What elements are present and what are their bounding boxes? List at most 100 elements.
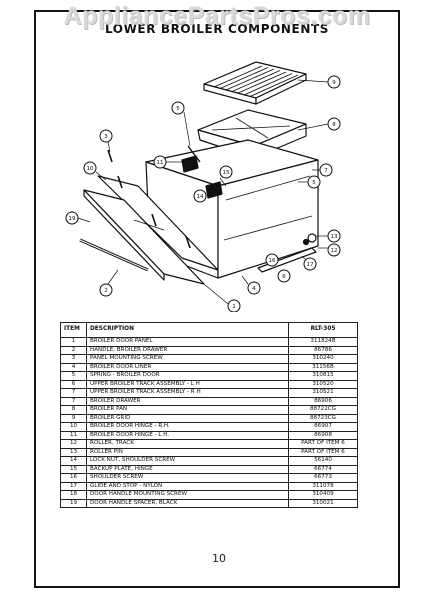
item-number: 14 xyxy=(60,456,87,466)
callout-5b xyxy=(307,175,321,189)
part-number: 31156B xyxy=(288,362,358,372)
item-number: 3 xyxy=(60,354,87,364)
item-number: 9 xyxy=(60,413,87,423)
item-number: 4 xyxy=(60,362,87,372)
item-number: 11 xyxy=(60,430,87,440)
part-number: PART OF ITEM 6 xyxy=(288,447,358,457)
part-number: 66773 xyxy=(288,473,358,483)
item-number: 16 xyxy=(60,473,87,483)
callout-label-2: 2 xyxy=(104,288,108,294)
callout-15 xyxy=(219,165,233,179)
broiler-door xyxy=(83,175,219,285)
item-description: LOCK NUT, SHOULDER SCREW xyxy=(86,456,289,466)
part-number: 310520 xyxy=(288,379,358,389)
item-description: DOOR HANDLE MOUNTING SCREW xyxy=(86,490,289,500)
callout-8 xyxy=(327,117,341,131)
callout-9 xyxy=(327,75,341,89)
callout-17 xyxy=(303,257,317,271)
item-number: 15 xyxy=(60,464,87,474)
item-number: 8 xyxy=(60,405,87,415)
callout-label-7: 7 xyxy=(324,168,328,174)
item-description: BROILER DOOR HINGE - L.H. xyxy=(86,430,289,440)
callout-label-1: 1 xyxy=(232,304,236,310)
callout-7 xyxy=(319,163,333,177)
callout-label-11: 11 xyxy=(157,160,164,166)
part-number: 311824B xyxy=(288,337,358,347)
callout-label-4: 4 xyxy=(252,286,256,292)
item-description: ROLLER PIN xyxy=(86,447,289,457)
callout-label-5b: 5 xyxy=(312,180,316,186)
callout-13 xyxy=(327,229,341,243)
diagram-title: LOWER BROILER COMPONENTS xyxy=(104,22,330,36)
callout-14 xyxy=(193,189,207,203)
item-number: 18 xyxy=(60,490,87,500)
callout-label-15: 15 xyxy=(223,170,230,176)
callout-5 xyxy=(171,101,185,115)
part-number: 66774 xyxy=(288,464,358,474)
part-number: 88723CG xyxy=(288,413,358,423)
callout-12 xyxy=(327,243,341,257)
part-number: 310021 xyxy=(288,498,358,508)
item-number: 6 xyxy=(60,379,87,389)
part-number: 86906 xyxy=(288,396,358,406)
callout-11 xyxy=(153,155,167,169)
part-number: 310521 xyxy=(288,388,358,398)
part-number: 56140 xyxy=(288,456,358,466)
item-description: UPPER BROILER TRACK ASSEMBLY - L H xyxy=(86,379,289,389)
screws xyxy=(107,149,191,249)
item-description: BROILER DOOR PANEL xyxy=(86,337,289,347)
callout-label-12: 12 xyxy=(331,248,338,254)
item-number: 12 xyxy=(60,439,87,449)
callout-4 xyxy=(247,281,261,295)
item-description: GLIDE AND STOP - NYLON xyxy=(86,481,289,491)
callout-2 xyxy=(99,283,113,297)
callout-label-10: 10 xyxy=(87,166,94,172)
header-model: RLT-305 xyxy=(288,322,358,338)
callout-1 xyxy=(227,299,241,312)
item-number: 13 xyxy=(60,447,87,457)
item-description: BACKUP PLATE, HINGE xyxy=(86,464,289,474)
callout-label-9: 9 xyxy=(332,80,336,86)
callout-label-13: 13 xyxy=(331,234,338,240)
item-number: 7 xyxy=(60,388,87,398)
item-number: 7 xyxy=(60,396,87,406)
callout-19 xyxy=(65,211,79,225)
callout-6 xyxy=(277,269,291,283)
header-item: ITEM xyxy=(60,322,87,338)
item-number: 17 xyxy=(60,481,87,491)
callout-label-3: 3 xyxy=(104,134,108,140)
callout-16 xyxy=(265,253,279,267)
callout-10 xyxy=(83,161,97,175)
item-number: 2 xyxy=(60,345,87,355)
item-number: 10 xyxy=(60,422,87,432)
callout-bubbles xyxy=(65,75,341,312)
item-description: BROILER DOOR LINER xyxy=(86,362,289,372)
item-number: 5 xyxy=(60,371,87,381)
item-number: 1 xyxy=(60,337,87,347)
callout-label-19: 19 xyxy=(69,216,76,222)
item-description: HANDLE, BROILER DRAWER xyxy=(86,345,289,355)
callout-label-16: 16 xyxy=(269,258,276,264)
part-number: 310409 xyxy=(288,490,358,500)
